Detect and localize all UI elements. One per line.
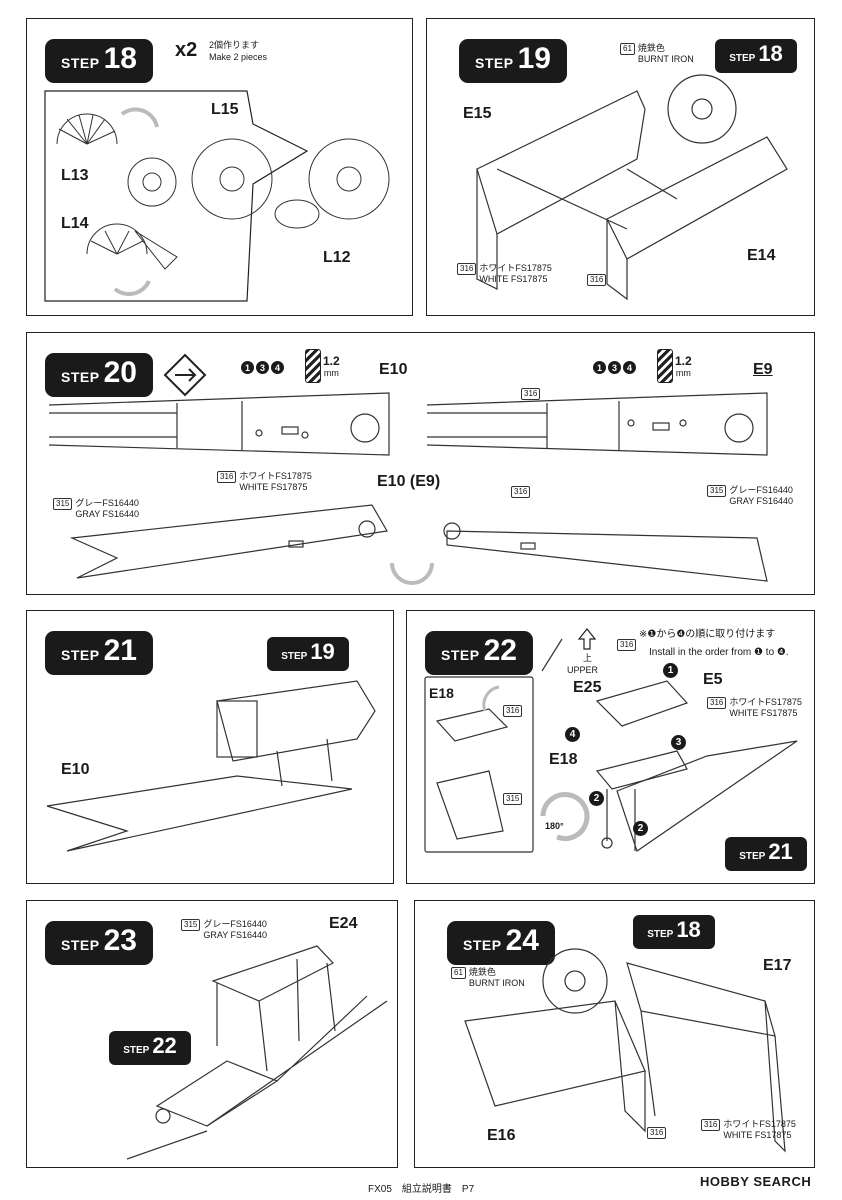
part-e14: E14 [747,247,776,264]
part-e18-box: E18 [429,685,454,701]
part-e5: E5 [703,671,723,688]
paint-code-315-box: 315 [503,793,523,805]
order-2a: 2 [589,791,604,806]
fan-assembly-drawing [44,90,390,302]
paint-code-316b-step20: 316 [511,486,531,498]
part-e10-e9: E10 (E9) [377,473,441,490]
part-l12: L12 [323,249,351,266]
part-l13: L13 [61,167,89,184]
part-e10: E10 [379,361,408,378]
seat-install-drawing [126,945,388,1160]
paint-code-316-step24: 316 [647,1127,667,1139]
upper-jp: 上 [583,653,593,663]
watermark-brand: HOBBY SEARCH [700,1174,812,1189]
cockpit-assembly-drawing [424,638,798,853]
fuselage-halves-drawing [476,74,788,301]
part-e24: E24 [329,915,358,932]
part-e25: E25 [573,679,602,696]
part-l15: L15 [211,101,239,118]
part-e9: E9 [753,361,773,378]
multiplier: x2 [175,39,198,61]
tail-boom-drawing [48,392,768,585]
part-l14: L14 [61,215,89,232]
order-2b: 2 [633,821,648,836]
part-e15: E15 [463,105,492,122]
drill-parts-right: 1 3 4 [593,361,636,374]
part-e18: E18 [549,751,578,768]
paint-code-316-step20: 316 [521,388,541,400]
drill-parts-left: 1 3 4 [241,361,284,374]
make-two-jp: 2個作ります [209,40,260,50]
paint-code-316: 316 [587,274,607,286]
page-footer: FX05 組立説明書 P7 [368,1184,475,1195]
paint-code-316-box: 316 [503,705,523,717]
part-e10-step21: E10 [61,761,90,778]
upper-en: UPPER [567,665,599,675]
drill-bit-icon-left [305,349,321,383]
paint-code-316-step22: 316 [617,639,637,651]
order-1: 1 [663,663,678,678]
flip-icon [163,353,207,397]
upper-arrow-icon [577,628,597,650]
fuselage-close-drawing [464,948,786,1153]
drill-bit-icon-right [657,349,673,383]
order-note-en: Install in the order from ❶ to ❹. [649,647,789,658]
order-note-jp: ※❶から❹の順に取り付けます [639,629,776,640]
part-e16: E16 [487,1127,516,1144]
order-3: 3 [671,735,686,750]
boom-attach-drawing [46,680,376,852]
order-4: 4 [565,727,580,742]
part-e17: E17 [763,957,792,974]
rotate-label: 180° [545,821,564,831]
make-two-en: Make 2 pieces [209,52,268,62]
